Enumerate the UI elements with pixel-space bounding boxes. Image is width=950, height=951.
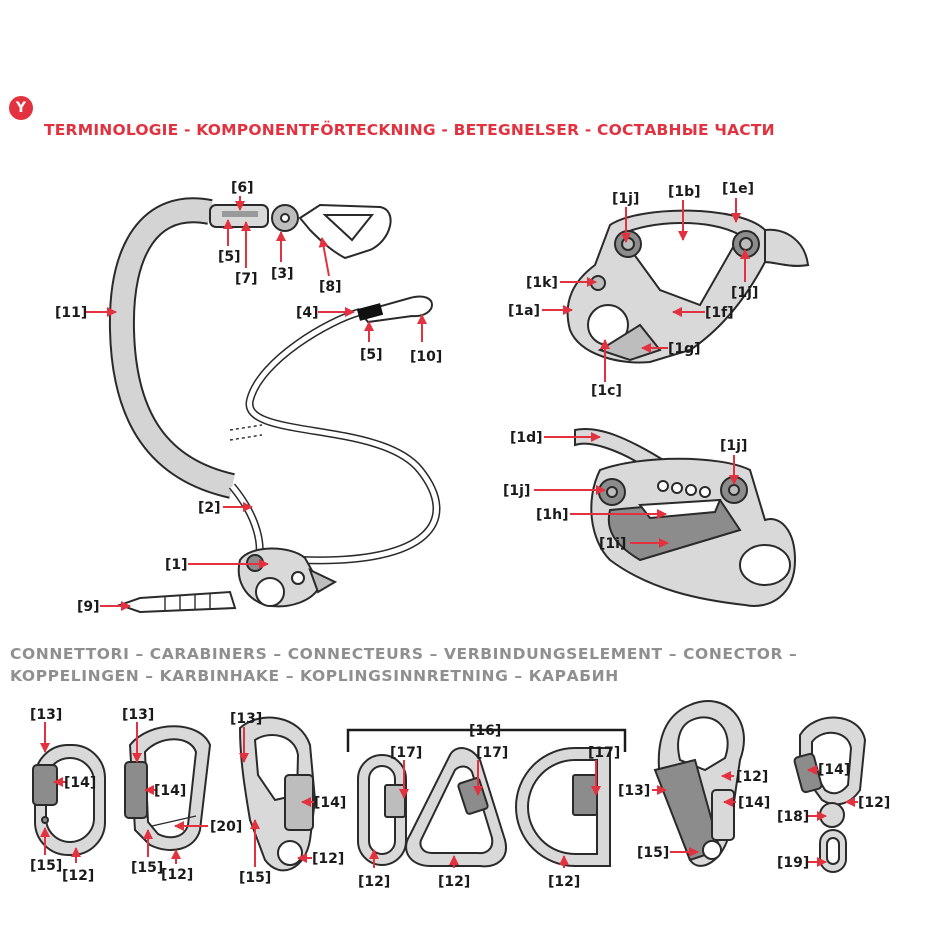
label-17-a: [17] bbox=[390, 745, 422, 761]
label-1h: [1h] bbox=[536, 507, 569, 523]
label-14-d: [14] bbox=[738, 795, 770, 811]
label-1: [1] bbox=[165, 557, 188, 573]
label-16: [16] bbox=[469, 723, 501, 739]
label-1a: [1a] bbox=[508, 303, 540, 319]
label-1j-b: [1j] bbox=[731, 285, 758, 301]
label-13-a: [13] bbox=[30, 707, 62, 723]
label-1k: [1k] bbox=[526, 275, 558, 291]
label-1g: [1g] bbox=[668, 341, 701, 357]
label-12-d: [12] bbox=[358, 874, 390, 890]
lanyard-illustration bbox=[108, 197, 441, 614]
label-13-c: [13] bbox=[230, 711, 262, 727]
label-15-b: [15] bbox=[131, 860, 163, 876]
label-5-top: [5] bbox=[218, 249, 241, 265]
label-1e: [1e] bbox=[722, 181, 754, 197]
label-15-a: [15] bbox=[30, 858, 62, 874]
label-1c: [1c] bbox=[591, 383, 622, 399]
label-4: [4] bbox=[296, 305, 319, 321]
grab-device-front-illustration bbox=[566, 209, 810, 364]
label-1i: [1i] bbox=[599, 536, 626, 552]
label-18: [18] bbox=[777, 809, 809, 825]
label-14-b: [14] bbox=[154, 783, 186, 799]
label-15-d: [15] bbox=[637, 845, 669, 861]
connector-hook-snap bbox=[238, 716, 317, 872]
label-19: [19] bbox=[777, 855, 809, 871]
label-9: [9] bbox=[77, 599, 100, 615]
callout-arrows bbox=[40, 196, 858, 868]
connector-quicklinks bbox=[357, 747, 611, 868]
label-12-g: [12] bbox=[736, 769, 768, 785]
callout-labels: [6] [5] [7] [3] [8] [11] [4] [5] [10] [2… bbox=[30, 180, 890, 890]
connector-large-hook bbox=[653, 700, 745, 867]
label-12-e: [12] bbox=[438, 874, 470, 890]
label-20: [20] bbox=[210, 819, 242, 835]
connectors-heading-line2: KOPPELINGEN – KARBINHAKE – KOPLINGSINNRE… bbox=[10, 667, 619, 685]
label-14-a: [14] bbox=[64, 775, 96, 791]
section-badge: Y bbox=[9, 96, 33, 120]
label-12-b: [12] bbox=[161, 867, 193, 883]
label-13-d: [13] bbox=[618, 783, 650, 799]
label-12-h: [12] bbox=[858, 795, 890, 811]
label-17-b: [17] bbox=[476, 745, 508, 761]
label-7: [7] bbox=[235, 271, 258, 287]
label-12-f: [12] bbox=[548, 874, 580, 890]
label-12-c: [12] bbox=[312, 851, 344, 867]
label-13-b: [13] bbox=[122, 707, 154, 723]
label-15-c: [15] bbox=[239, 870, 271, 886]
label-5-bottom: [5] bbox=[360, 347, 383, 363]
label-3: [3] bbox=[271, 266, 294, 282]
group-bracket bbox=[346, 728, 627, 752]
label-8: [8] bbox=[319, 279, 342, 295]
label-10: [10] bbox=[410, 349, 442, 365]
label-1j-c: [1j] bbox=[720, 438, 747, 454]
connectors-heading-line1: CONNETTORI – CARABINERS – CONNECTEURS – … bbox=[10, 645, 798, 663]
label-1j-d: [1j] bbox=[503, 483, 530, 499]
terminology-heading: TERMINOLOGIE - KOMPONENTFÖRTECKNING - BE… bbox=[44, 121, 775, 139]
label-1j-a: [1j] bbox=[612, 191, 639, 207]
connector-swivel-carabiner bbox=[793, 716, 867, 873]
label-14-c: [14] bbox=[314, 795, 346, 811]
label-2: [2] bbox=[198, 500, 221, 516]
connector-hms-screwgate bbox=[124, 725, 212, 851]
label-12-a: [12] bbox=[62, 868, 94, 884]
grab-device-open-illustration bbox=[574, 428, 797, 607]
label-1f: [1f] bbox=[705, 305, 734, 321]
label-1d: [1d] bbox=[510, 430, 543, 446]
label-6: [6] bbox=[231, 180, 254, 196]
label-1b: [1b] bbox=[668, 184, 701, 200]
label-14-e: [14] bbox=[818, 762, 850, 778]
label-17-c: [17] bbox=[588, 745, 620, 761]
connector-oval-screwgate bbox=[32, 744, 106, 856]
label-11: [11] bbox=[55, 305, 87, 321]
